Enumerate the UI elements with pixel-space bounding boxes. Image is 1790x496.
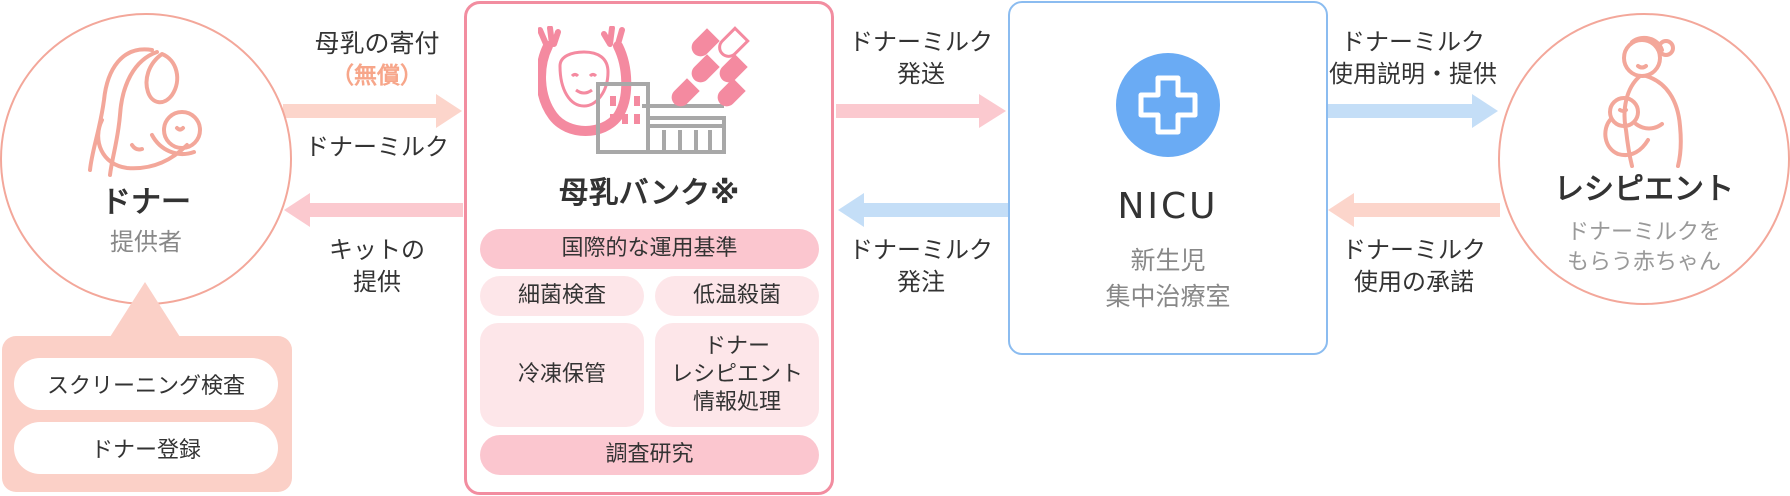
recipient-sub-line1: ドナーミルクを bbox=[1566, 220, 1721, 245]
label-explain-line1: ドナーミルク bbox=[1341, 28, 1485, 56]
label-order-line1: ドナーミルク bbox=[849, 236, 993, 264]
bank-standard: 国際的な運用基準 bbox=[480, 229, 819, 269]
label-send-line1: ドナーミルク bbox=[849, 28, 993, 56]
label-send-line2: 発送 bbox=[897, 60, 945, 88]
arrow-explain bbox=[1328, 94, 1498, 128]
donor-circle bbox=[0, 13, 292, 305]
bank-info-line1: ドナー bbox=[703, 334, 770, 359]
recipient-circle bbox=[1498, 13, 1790, 305]
recipient-sub-line2: もらう赤ちゃん bbox=[1566, 250, 1721, 275]
bank-bacteria-test: 細菌検査 bbox=[480, 276, 644, 316]
label-donor-milk: ドナーミルク bbox=[305, 133, 449, 161]
arrow-send bbox=[836, 94, 1006, 128]
donor-title: ドナー bbox=[101, 185, 191, 220]
donor-callout-pointer bbox=[110, 282, 180, 337]
bank-info-line3: 情報処理 bbox=[692, 390, 781, 415]
label-order-line2: 発注 bbox=[897, 268, 945, 296]
donor-subtitle: 提供者 bbox=[110, 228, 182, 256]
milk-bank-title: 母乳バンク※ bbox=[558, 176, 740, 211]
milk-bank-building-icon bbox=[538, 26, 750, 154]
recipient-title: レシピエント bbox=[1554, 172, 1734, 207]
arrow-consent bbox=[1328, 193, 1500, 227]
label-kit-line2: 提供 bbox=[353, 268, 401, 296]
bank-research: 調査研究 bbox=[480, 435, 819, 475]
nicu-title: NICU bbox=[1117, 186, 1219, 227]
label-kit-line1: キットの bbox=[329, 236, 425, 264]
bank-info-processing: ドナー レシピエント 情報処理 bbox=[655, 323, 819, 427]
label-donation: 母乳の寄付 bbox=[314, 29, 440, 58]
mother-baby-icon bbox=[1603, 35, 1683, 168]
donor-task-registration: ドナー登録 bbox=[14, 422, 278, 474]
label-explain-line2: 使用説明・提供 bbox=[1329, 60, 1497, 88]
arrow-kit bbox=[284, 193, 463, 227]
bank-pasteurization: 低温殺菌 bbox=[655, 276, 819, 316]
bank-info-line2: レシピエント bbox=[670, 362, 803, 387]
donor-task-screening: スクリーニング検査 bbox=[14, 358, 278, 410]
nicu-box bbox=[1008, 1, 1328, 355]
medical-cross-icon bbox=[1116, 53, 1220, 157]
arrow-donation bbox=[283, 94, 462, 128]
nicu-sub-line1: 新生児 bbox=[1130, 246, 1206, 275]
mother-nursing-icon bbox=[88, 47, 202, 177]
arrow-order bbox=[838, 193, 1010, 227]
nicu-sub-line2: 集中治療室 bbox=[1105, 282, 1231, 311]
label-consent-line1: ドナーミルク bbox=[1342, 236, 1486, 264]
bank-frozen-storage: 冷凍保管 bbox=[480, 323, 644, 427]
label-consent-line2: 使用の承諾 bbox=[1354, 268, 1474, 296]
label-donation-note: （無償） bbox=[331, 63, 423, 89]
